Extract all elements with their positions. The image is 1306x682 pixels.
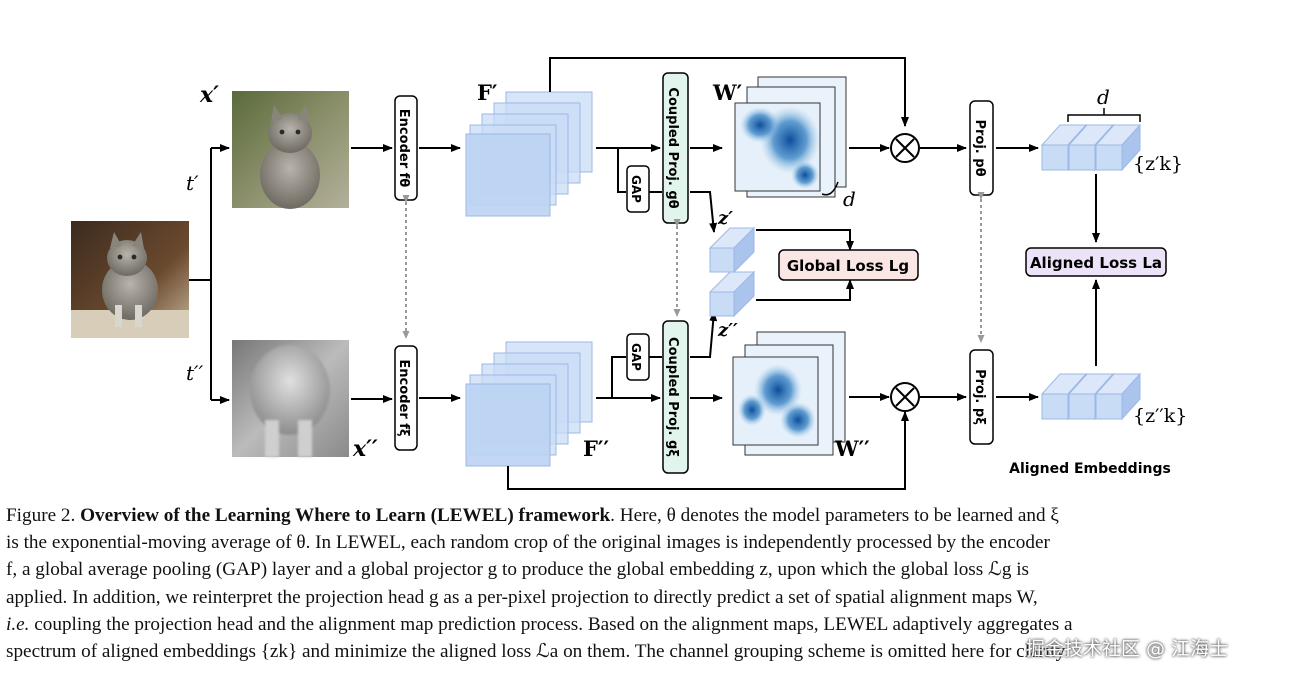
svg-text:Aligned Loss La: Aligned Loss La	[1030, 254, 1162, 272]
z-dprime-label: z′′	[717, 320, 738, 341]
encoder-top-box: Encoder fθ	[394, 95, 418, 201]
aligned-embeddings-top	[1040, 123, 1142, 172]
feature-stack-top	[465, 91, 593, 217]
watermark: 掘金技术社区 @ 江海士	[1026, 638, 1229, 660]
caption-line-6: spectrum of aligned embeddings {zk} and …	[6, 641, 1069, 663]
proj-bottom-box: Proj. pξ	[969, 349, 994, 445]
aligned-embeddings-label: Aligned Embeddings	[1009, 461, 1171, 477]
z-prime-label: z′	[717, 208, 733, 229]
coupled-proj-bottom-box: Coupled Proj. gξ	[662, 320, 689, 474]
caption-line-1: . Here, θ denotes the model parameters t…	[610, 505, 1059, 526]
z-set-prime-label: {z′k}	[1133, 153, 1183, 175]
crop-image-bottom	[232, 340, 349, 457]
encoder-bottom-label: Encoder fξ	[396, 359, 411, 436]
encoder-top-label: Encoder fθ	[396, 109, 411, 187]
x-dprime-label: x′′	[352, 436, 378, 462]
svg-text:Proj. pξ: Proj. pξ	[972, 369, 987, 425]
proj-top-box: Proj. pθ	[969, 100, 994, 196]
d-side-label: d	[843, 187, 856, 211]
F-prime-label: F′	[477, 80, 498, 105]
aligned-embeddings-bottom	[1040, 372, 1142, 421]
z-dprime-embedding	[708, 270, 756, 318]
alignment-maps-top	[734, 76, 847, 198]
W-prime-label: W′	[712, 80, 743, 105]
caption-line-4: applied. In addition, we reinterpret the…	[6, 586, 1038, 608]
crop-image-top	[232, 91, 349, 209]
caption-line-3: f, a global average pooling (GAP) layer …	[6, 559, 1030, 581]
svg-text:Proj. pθ: Proj. pθ	[972, 119, 987, 176]
encoder-bottom-box: Encoder fξ	[394, 345, 418, 451]
svg-text:GAP: GAP	[629, 343, 643, 371]
caption-fig-label: Figure 2.	[6, 505, 76, 526]
svg-text:Coupled Proj. gξ: Coupled Proj. gξ	[665, 337, 680, 457]
figure-caption: Figure 2. Overview of the Learning Where…	[6, 502, 1244, 665]
d-top-label: d	[1097, 85, 1110, 109]
multiply-node-bottom	[890, 382, 920, 412]
feature-stack-bottom	[465, 341, 593, 467]
caption-line-5: coupling the projection head and the ali…	[29, 613, 1073, 635]
x-prime-label: x′	[199, 82, 219, 108]
z-set-dprime-label: {z′′k}	[1133, 405, 1187, 427]
caption-ie: i.e.	[6, 613, 30, 635]
F-dprime-label: F′′	[583, 436, 609, 461]
framework-diagram: t′ t′′ x′ x′′ Encoder fθ Encoder fξ	[71, 57, 1187, 490]
caption-line-2: is the exponential-moving average of θ. …	[6, 532, 1050, 554]
coupled-proj-top-box: Coupled Proj. gθ	[662, 72, 689, 224]
t-dprime-label: t′′	[186, 361, 204, 385]
gap-box-top: GAP	[626, 165, 650, 213]
global-loss-box: Global Loss Lg	[778, 249, 919, 281]
original-kitten-image	[71, 221, 189, 338]
multiply-node-top	[890, 133, 920, 163]
svg-text:Global Loss Lg: Global Loss Lg	[787, 257, 909, 275]
svg-text:GAP: GAP	[629, 175, 643, 203]
t-prime-label: t′	[186, 171, 199, 195]
gap-box-bottom: GAP	[626, 333, 650, 381]
alignment-maps-bottom	[732, 331, 846, 456]
svg-text:Coupled Proj. gθ: Coupled Proj. gθ	[665, 87, 680, 208]
z-prime-embedding	[708, 226, 756, 274]
aligned-loss-box: Aligned Loss La	[1025, 247, 1167, 277]
W-dprime-label: W′′	[834, 436, 870, 461]
caption-title: Overview of the Learning Where to Learn …	[80, 505, 611, 526]
